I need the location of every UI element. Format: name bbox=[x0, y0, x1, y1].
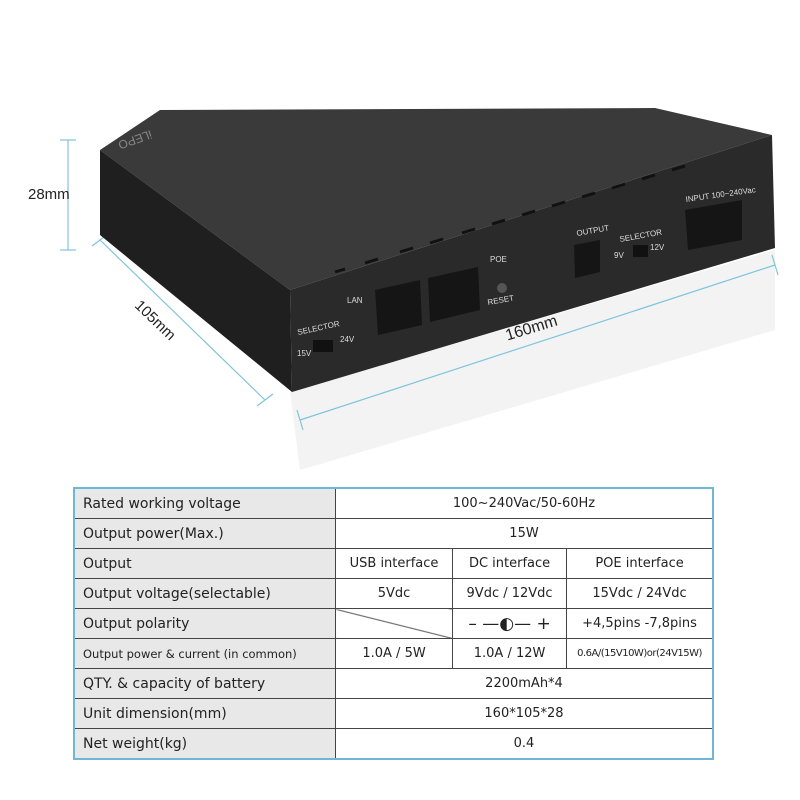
row-value: 160*105*28 bbox=[335, 698, 714, 729]
poe-cell: 0.6A/(15V10W)or(24V15W) bbox=[566, 638, 714, 669]
row-label: Output polarity bbox=[73, 608, 336, 639]
vent-slots bbox=[334, 164, 686, 274]
dc-cell: 9Vdc / 12Vdc bbox=[452, 578, 568, 609]
selector-switch-left bbox=[313, 340, 333, 352]
usb-cell: 1.0A / 5W bbox=[334, 638, 454, 669]
row-label: Output power & current (in common) bbox=[73, 638, 336, 669]
device-side bbox=[100, 150, 292, 392]
12v-label: 12V bbox=[650, 243, 665, 252]
dc-output-port bbox=[574, 240, 600, 278]
row-label: Net weight(kg) bbox=[73, 728, 336, 760]
table-row: Output power(Max.)15W bbox=[73, 518, 714, 549]
lan-port-2 bbox=[428, 267, 480, 322]
lan-label: LAN bbox=[347, 296, 363, 305]
table-row: Output power & current (in common)1.0A /… bbox=[73, 638, 714, 669]
dc-cell: DC interface bbox=[452, 548, 568, 579]
9v-label: 9V bbox=[614, 251, 624, 260]
poe-cell: POE interface bbox=[566, 548, 714, 579]
row-label: Output power(Max.) bbox=[73, 518, 336, 549]
height-dimension: 28mm bbox=[28, 186, 70, 203]
poe-cell: +4,5pins -7,8pins bbox=[566, 608, 714, 639]
usb-cell-empty bbox=[334, 608, 454, 639]
poe-label: POE bbox=[490, 255, 507, 264]
usb-cell: USB interface bbox=[334, 548, 454, 579]
15v-label: 15V bbox=[297, 349, 312, 358]
24v-label: 24V bbox=[340, 335, 355, 344]
row-label: Unit dimension(mm) bbox=[73, 698, 336, 729]
device-front bbox=[290, 135, 775, 392]
row-value: 2200mAh*4 bbox=[335, 668, 714, 699]
row-value: 15W bbox=[335, 518, 714, 549]
selector-switch-right bbox=[633, 245, 648, 257]
dc-cell: 1.0A / 12W bbox=[452, 638, 568, 669]
poe-cell: 15Vdc / 24Vdc bbox=[566, 578, 714, 609]
reset-button bbox=[497, 283, 507, 293]
dc-polarity-symbol: – —◐— + bbox=[452, 608, 568, 639]
ac-input-socket bbox=[685, 200, 742, 250]
table-row: Net weight(kg)0.4 bbox=[73, 728, 714, 760]
row-label: Output bbox=[73, 548, 336, 579]
usb-cell: 5Vdc bbox=[334, 578, 454, 609]
device-top bbox=[100, 108, 772, 290]
table-row: Unit dimension(mm)160*105*28 bbox=[73, 698, 714, 729]
row-label: Output voltage(selectable) bbox=[73, 578, 336, 609]
device-illustration: SELECTOR 15V 24V LAN POE RESET OUTPUT SE… bbox=[60, 108, 779, 470]
row-label: QTY. & capacity of battery bbox=[73, 668, 336, 699]
row-label: Rated working voltage bbox=[73, 487, 336, 519]
row-value: 100~240Vac/50-60Hz bbox=[335, 487, 714, 519]
lan-port-1 bbox=[375, 280, 422, 335]
table-row: Output polarity – —◐— ++4,5pins -7,8pins bbox=[73, 608, 714, 639]
dimension-lines bbox=[60, 139, 779, 431]
row-value: 0.4 bbox=[335, 728, 714, 760]
